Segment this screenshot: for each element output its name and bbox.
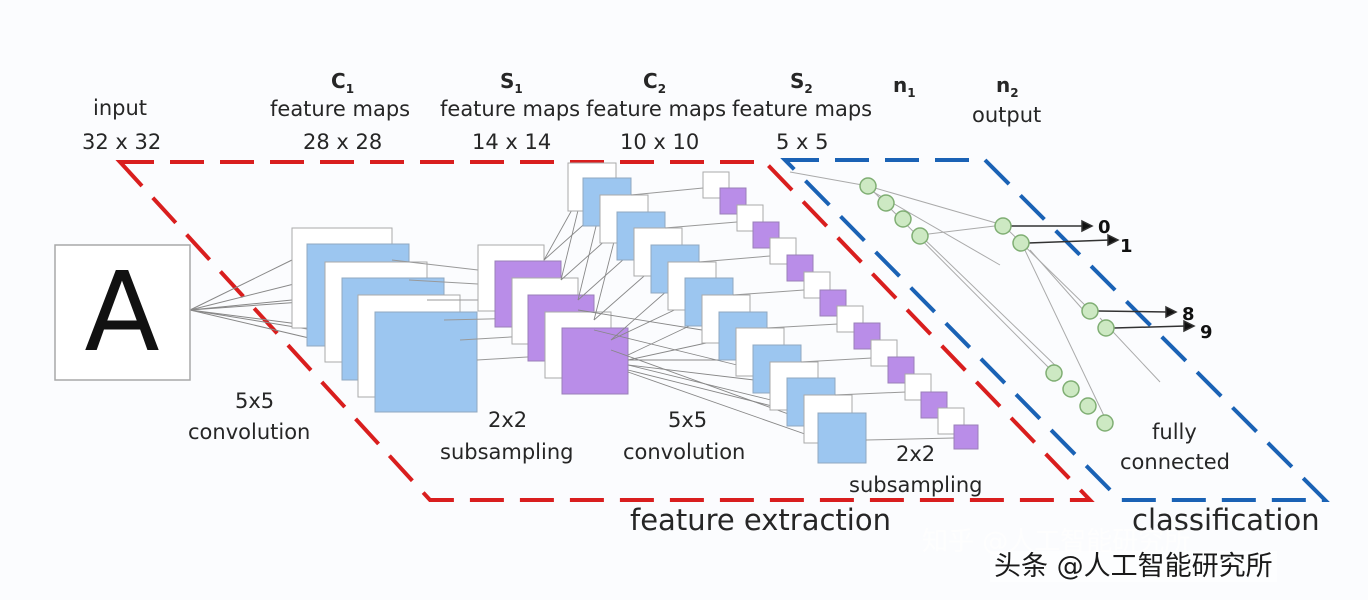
- n1-neuron: [1096, 414, 1114, 432]
- sub1-kernel-label: 2x2: [488, 408, 528, 432]
- n1-neuron: [911, 227, 929, 245]
- c2-map-16: [817, 412, 867, 464]
- s1-title: feature maps: [440, 97, 581, 121]
- n2-neuron-9: [1097, 319, 1115, 337]
- c1-feature-maps: [291, 227, 478, 413]
- feature-extraction-region: [115, 160, 1095, 502]
- n2-title: output: [972, 103, 1042, 127]
- s2-symbol: S2: [790, 69, 813, 96]
- conv1-kernel-label: 5x5: [235, 389, 275, 413]
- c1-title: feature maps: [270, 97, 411, 121]
- c1-map-6: [374, 311, 478, 413]
- conv1-op-label: convolution: [188, 420, 311, 444]
- c1-symbol: C1: [331, 69, 355, 96]
- input-title: input: [93, 96, 148, 120]
- s1-map-6: [561, 327, 629, 395]
- output-digit-1: 1: [1120, 236, 1133, 257]
- n1-symbol: n1: [893, 73, 916, 100]
- n1-neuron: [1062, 380, 1080, 398]
- s2-feature-maps: [702, 171, 979, 450]
- n1-neuron: [1079, 397, 1097, 415]
- c2-symbol: C2: [643, 69, 667, 96]
- n2-symbol: n2: [996, 73, 1019, 100]
- sub2-kernel-label: 2x2: [896, 442, 936, 466]
- output-digit-0: 0: [1098, 217, 1111, 238]
- fc-label-line1: fully: [1152, 420, 1197, 444]
- conv2-kernel-label: 5x5: [668, 408, 708, 432]
- s1-symbol: S1: [500, 69, 523, 96]
- s1-size: 14 x 14: [472, 130, 552, 154]
- feature-extraction-title: feature extraction: [630, 503, 891, 537]
- c2-size: 10 x 10: [620, 130, 700, 154]
- input-size: 32 x 32: [82, 130, 162, 154]
- output-digit-9: 9: [1200, 322, 1213, 343]
- sub1-op-label: subsampling: [440, 440, 574, 464]
- s2-map-4: [752, 221, 780, 249]
- n1-neuron: [877, 194, 895, 212]
- c2-s2-connections: [630, 187, 955, 441]
- input-image-frame: [54, 244, 191, 381]
- sub2-op-label: subsampling: [849, 473, 983, 497]
- c1-size: 28 x 28: [303, 130, 383, 154]
- s2-title: feature maps: [732, 97, 873, 121]
- n2-neuron-0: [994, 217, 1012, 235]
- c2-feature-maps: [567, 162, 867, 464]
- n2-neuron-1: [1012, 234, 1030, 252]
- n2-neurons: [994, 217, 1115, 337]
- n2-neuron-8: [1081, 302, 1099, 320]
- toutiao-watermark: 头条 @人工智能研究所: [990, 551, 1277, 583]
- classification-region: [780, 158, 1330, 502]
- n1-neuron: [1045, 364, 1063, 382]
- classification-title: classification: [1132, 503, 1320, 537]
- s1-feature-maps: [477, 244, 629, 395]
- n2-output-arrows: [1011, 219, 1196, 333]
- s2-size: 5 x 5: [776, 130, 829, 154]
- input-glyph: A: [84, 248, 159, 376]
- n1-neurons: [859, 177, 1114, 432]
- fc-label-line2: connected: [1120, 450, 1230, 474]
- conv2-op-label: convolution: [623, 440, 746, 464]
- n1-neuron: [859, 177, 877, 195]
- output-digit-8: 8: [1182, 304, 1195, 325]
- c2-title: feature maps: [586, 97, 727, 121]
- n1-neuron: [894, 210, 912, 228]
- s2-map-3: [736, 204, 764, 232]
- s2-map-16: [953, 424, 979, 450]
